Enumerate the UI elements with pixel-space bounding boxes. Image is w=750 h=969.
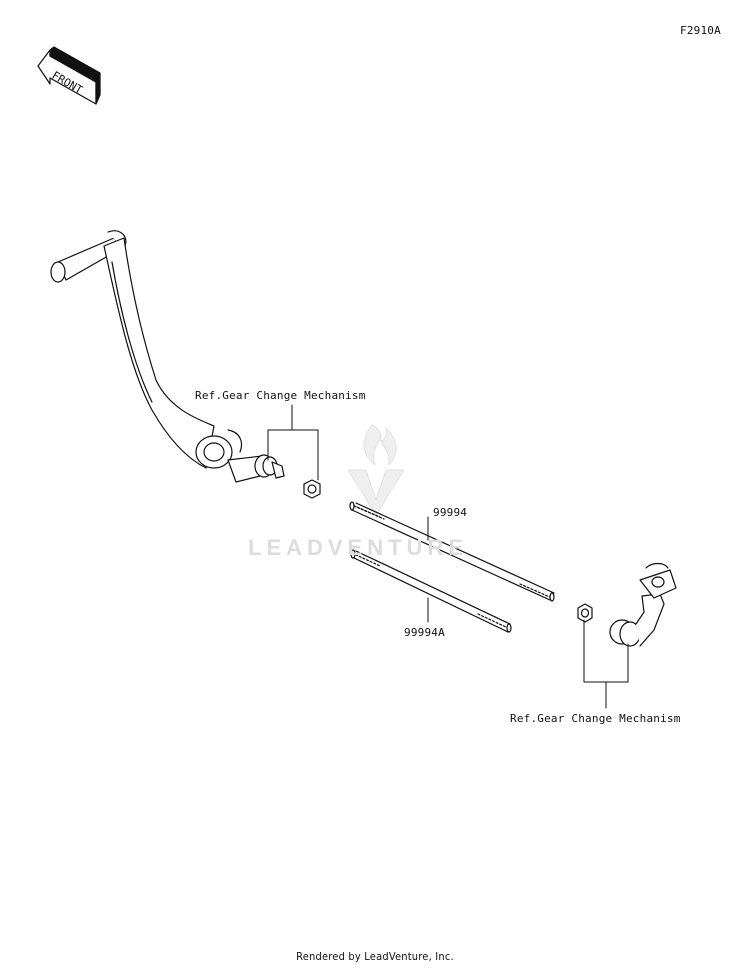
tie-rod-99994 bbox=[349, 501, 555, 602]
shift-arm bbox=[609, 562, 677, 647]
part-number-99994a[interactable]: 99994A bbox=[404, 626, 445, 639]
watermark-logo bbox=[347, 424, 405, 516]
part-number-99994[interactable]: 99994 bbox=[433, 506, 468, 519]
watermark-text: LEADVENTURE bbox=[248, 535, 469, 560]
leader-lines bbox=[267, 404, 629, 709]
nut-lower bbox=[577, 603, 593, 623]
ref-label-upper: Ref.Gear Change Mechanism bbox=[195, 389, 366, 402]
front-arrow-icon: FRONT bbox=[37, 46, 101, 105]
nut-upper bbox=[303, 479, 321, 499]
tie-rod-99994a bbox=[350, 549, 512, 633]
diagram-code: F2910A bbox=[680, 24, 721, 37]
footer-credit: Rendered by LeadVenture, Inc. bbox=[296, 950, 454, 963]
shift-pedal bbox=[50, 230, 285, 483]
ref-label-lower: Ref.Gear Change Mechanism bbox=[510, 712, 681, 725]
